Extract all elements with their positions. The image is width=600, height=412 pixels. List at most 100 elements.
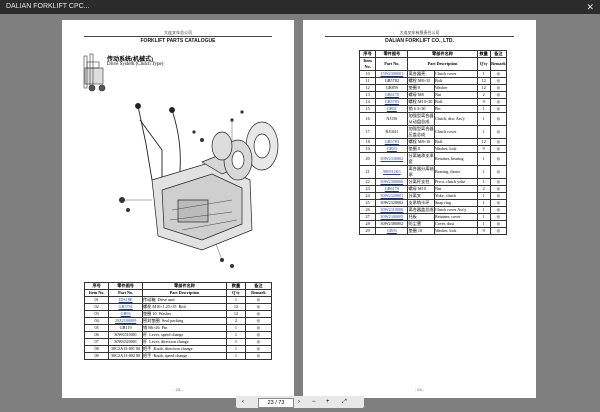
col-remark-en: Remark xyxy=(489,57,508,71)
cell-part-no: GB6170 xyxy=(375,185,409,193)
cell-item-no: 16 xyxy=(358,112,377,126)
cell-qty: 2 xyxy=(476,91,491,99)
page-number-input[interactable]: 23 / 73 xyxy=(258,398,294,408)
part-number-link[interactable]: GB6170 xyxy=(384,186,399,192)
cell-description-en: Nut xyxy=(433,185,478,193)
cell-description-cn: 托板 xyxy=(407,213,435,221)
cell-description-en: Pin xyxy=(433,105,478,113)
part-number: GB859 xyxy=(385,85,398,91)
cell-item-no: 04 xyxy=(83,317,110,325)
forklift-thumbnail xyxy=(83,53,106,92)
part-number-link[interactable]: GB5781 xyxy=(118,304,133,310)
cell-description-cn: 螺栓 M10×1.25×35 xyxy=(142,304,177,310)
cell-description-en: Lever, speed change xyxy=(149,332,184,338)
cell-part-no: GB5781 xyxy=(108,303,143,311)
cell-description-en: Nut xyxy=(433,91,478,99)
page-number: - 24 - xyxy=(414,387,425,392)
cell-description-cn: 垫圈 10 xyxy=(142,311,157,317)
part-number-link[interactable]: 30W2300006 xyxy=(380,179,404,185)
cell-qty: 1 xyxy=(476,199,491,207)
page-header-company: 大连叉车总公司 xyxy=(164,30,192,35)
part-number-link[interactable]: 986911K3 xyxy=(383,169,401,174)
page-header-title: DALIAN FORKLIFT CO., LTD. xyxy=(385,38,454,44)
cell-description-cn: 杆 xyxy=(142,339,148,345)
cell-remark: ◎ xyxy=(489,227,508,235)
table-header-cn: 序号 零件图号 零部件名称 数量 备注 xyxy=(358,50,508,58)
exploded-parts-diagram xyxy=(83,53,279,268)
cell-item-no: 25 xyxy=(358,199,377,207)
col-description: 零部件名称 xyxy=(141,282,228,290)
part-number-link[interactable]: GB93 xyxy=(386,228,397,234)
part-number-link[interactable]: 30W2310000 xyxy=(380,207,404,213)
parts-table-left: 序号 零件图号 零部件名称 数量 备注 Item No. Part No. Pa… xyxy=(83,282,273,360)
cell-qty: 1 xyxy=(226,338,246,346)
cell-description-en: Cover, dust xyxy=(433,220,478,228)
col-qty-en: Q'ty xyxy=(476,57,491,71)
cell-description-cn: 离合器分离轴承 xyxy=(407,165,435,179)
cell-qty: 2 xyxy=(476,185,491,193)
part-number-link[interactable]: GB93 xyxy=(386,146,397,152)
prev-page-icon[interactable]: ‹ xyxy=(242,399,244,405)
close-icon[interactable]: ✕ xyxy=(586,2,594,12)
cell-description: 把手 Knob, direction change xyxy=(141,345,228,353)
next-page-icon[interactable]: › xyxy=(298,399,300,405)
col-part-no: 零件图号 xyxy=(375,50,409,58)
fit-page-icon[interactable]: ⤢ xyxy=(342,399,347,405)
cell-part-no: 15W2300001 xyxy=(375,70,409,78)
col-item-no: 序号 xyxy=(358,50,377,58)
cell-description-cn: 把手 xyxy=(142,346,152,352)
cell-description-cn: 螺母 M10 xyxy=(407,185,435,193)
cell-remark: ◎ xyxy=(489,77,508,85)
cell-description: 把手 Knob, speed change xyxy=(141,352,228,360)
part-number-link[interactable]: GB93 xyxy=(120,311,131,317)
part-number-link[interactable]: 20Z2100009 xyxy=(114,318,137,324)
cell-part-no: GB5783 xyxy=(375,98,409,106)
cell-qty: 12 xyxy=(226,310,246,318)
cell-qty: 12 xyxy=(226,303,246,311)
col-description-en: Part Description xyxy=(407,57,478,71)
part-number-link[interactable]: GB5783 xyxy=(384,139,399,145)
part-number-link[interactable]: 30W2300005 xyxy=(380,214,404,220)
cell-qty: 1 xyxy=(476,70,491,78)
part-number-link[interactable]: 30W2330002 xyxy=(380,156,404,161)
cell-description-en: Bolt xyxy=(433,98,478,106)
cell-description-cn: 螺栓 M8×16 xyxy=(407,138,435,146)
cell-remark: ◎ xyxy=(244,331,273,339)
cell-description-cn: 加强型离合器压盖总成 xyxy=(407,125,435,139)
col-part-no: 零件图号 xyxy=(108,282,143,290)
cell-description-cn: 离合器壳 xyxy=(407,70,435,78)
col-remark: 备注 xyxy=(244,282,273,290)
cell-part-no: GB93 xyxy=(375,227,409,235)
part-number-link[interactable]: JDS18E xyxy=(118,297,133,303)
cell-item-no: 08 xyxy=(83,345,110,353)
cell-qty: 9 xyxy=(476,227,491,235)
cell-remark: ◎ xyxy=(489,91,508,99)
part-number-link[interactable]: 30W2320001 xyxy=(380,193,404,199)
cell-remark: ◎ xyxy=(244,317,273,325)
cell-remark: ◎ xyxy=(489,178,508,186)
part-number-link[interactable]: GB5783 xyxy=(384,99,399,105)
cell-part-no: 30W2380002 xyxy=(375,220,409,228)
part-number-link[interactable]: GB6170 xyxy=(384,92,399,98)
part-number: 30W2320002 xyxy=(380,200,404,206)
cell-remark: ◎ xyxy=(489,199,508,207)
header-divider xyxy=(325,36,514,37)
page-number: - 23 - xyxy=(173,387,183,392)
part-number-link[interactable]: 15W2300001 xyxy=(380,71,404,77)
viewer-title-bar: DALIAN FORKLIFT CPC... ✕ xyxy=(0,0,600,14)
part-number-link[interactable]: GB91 xyxy=(386,106,397,112)
zoom-out-icon[interactable]: − xyxy=(312,399,316,405)
cell-remark: ◎ xyxy=(244,324,273,332)
zoom-in-icon[interactable]: + xyxy=(326,399,330,405)
cell-remark: ◎ xyxy=(489,185,508,193)
cell-item-no: 01 xyxy=(83,296,110,304)
